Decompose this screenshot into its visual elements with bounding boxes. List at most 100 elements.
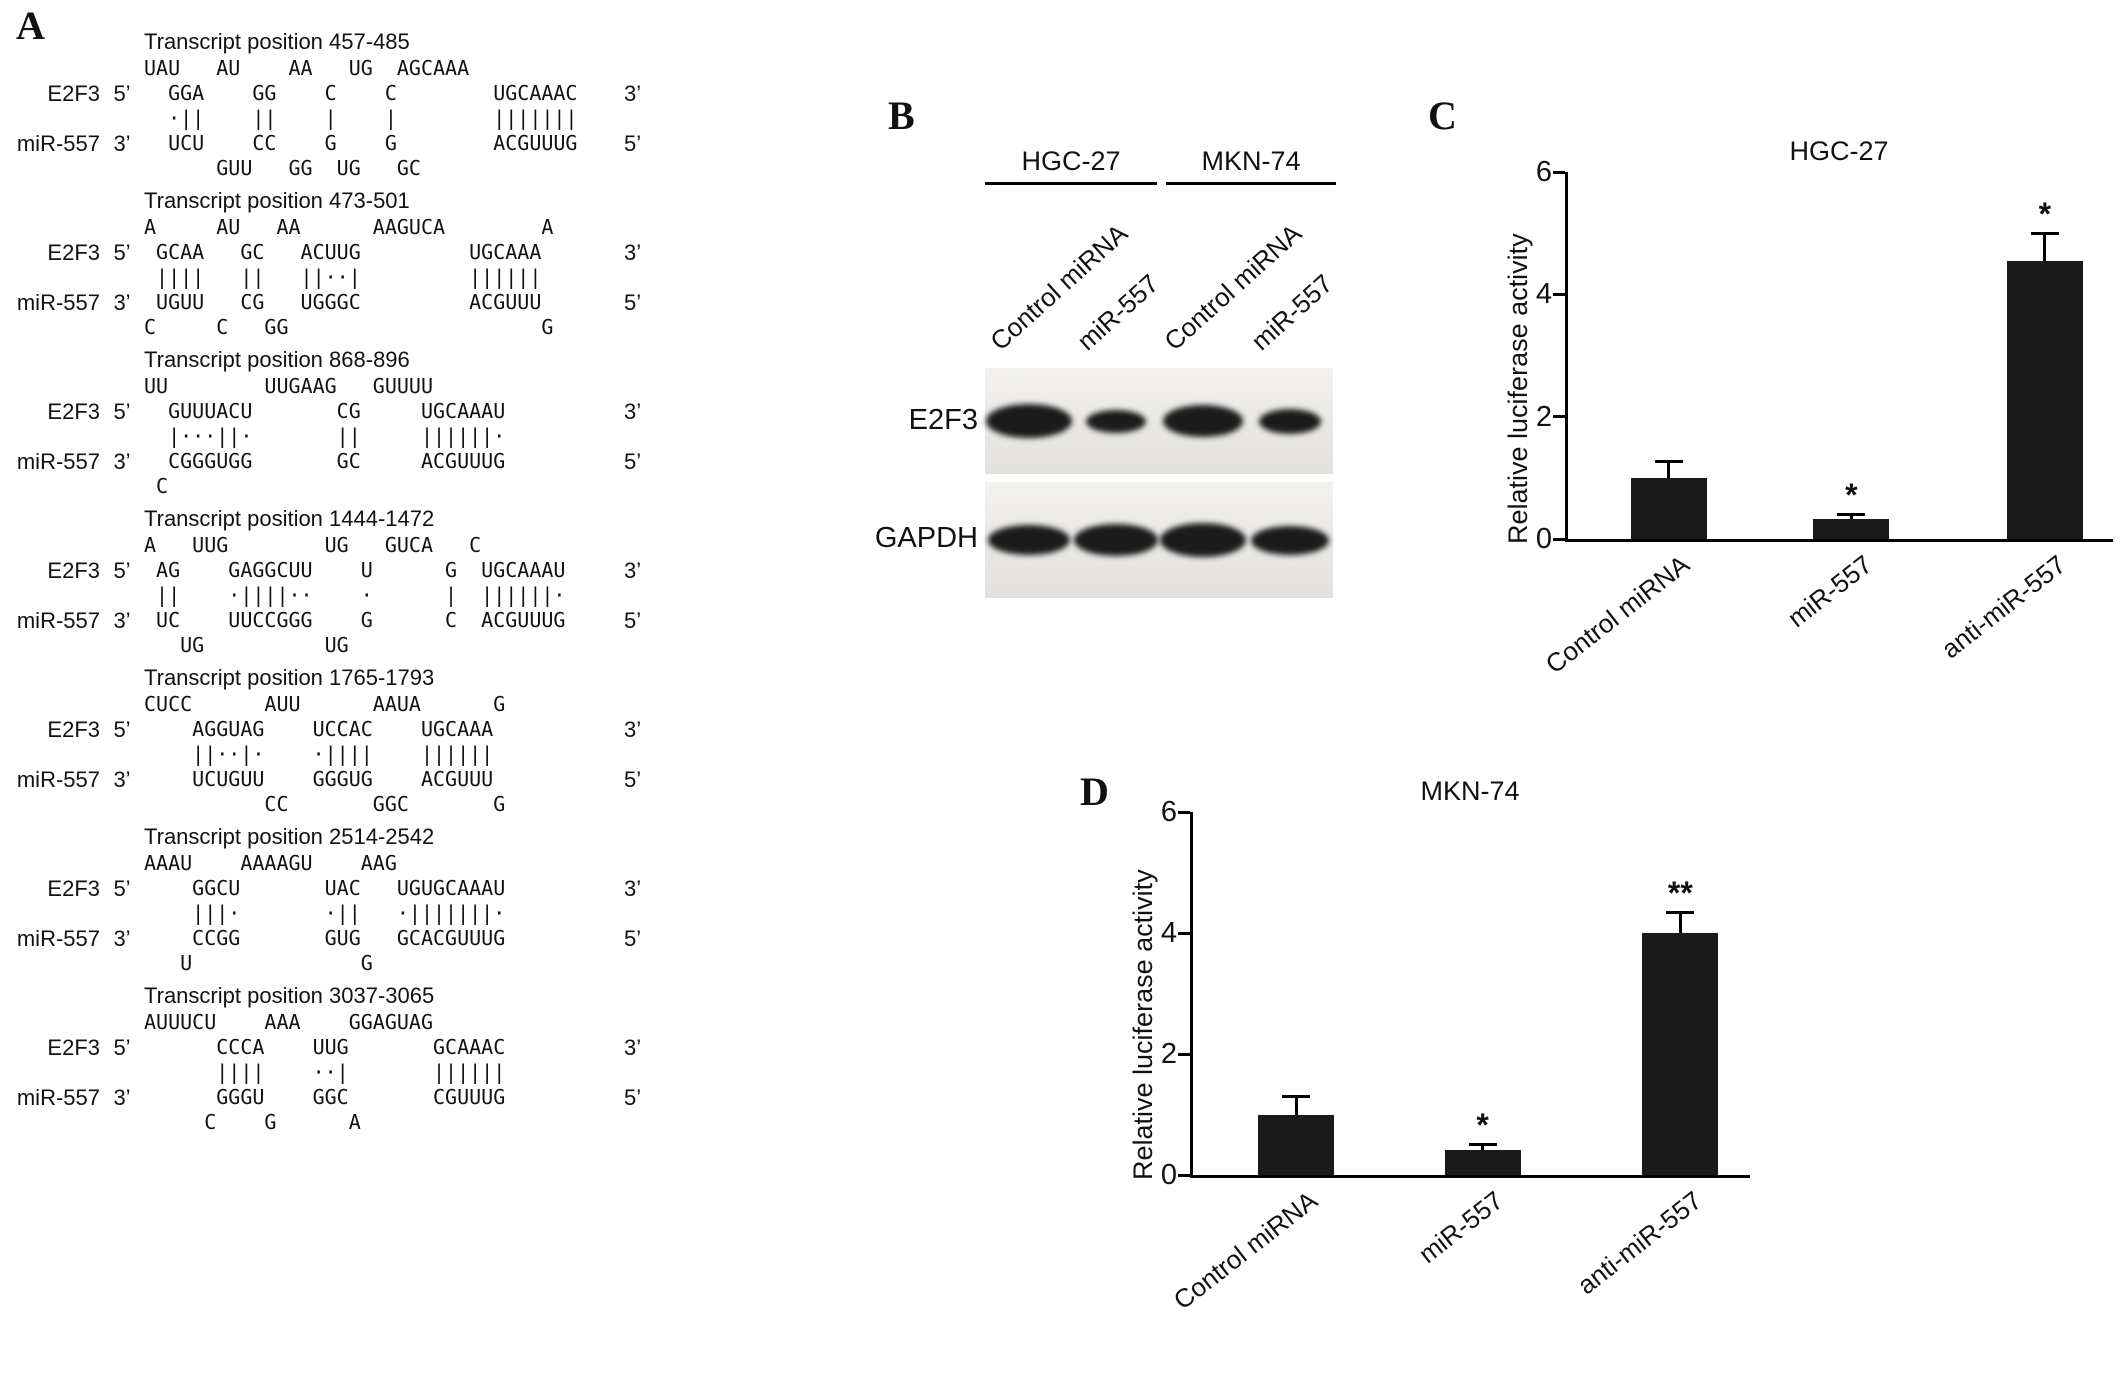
panel-c-label: C [1428,93,1457,138]
cell-line-header-hgc27: HGC-27 [985,146,1157,185]
alignment-block: Transcript position 1444-1472 A UUG UG G… [14,507,694,658]
blot-row-label-e2f3: E2F3 [908,404,978,436]
protein-band [987,525,1070,555]
five-prime-label: 5’ [624,290,642,315]
three-prime-label: 3’ [624,81,642,106]
bar [1813,518,1890,539]
e2f3-sequence: GCAA GC ACUUG UGCAAA [144,240,542,264]
bar [1630,477,1707,539]
five-prime-label: 5’ [113,876,131,901]
alignment-block: Transcript position 473-501 A AU AA AAGU… [14,189,694,340]
significance-marker: * [2038,196,2052,233]
mir557-sequence: UGUU CG UGGGC ACGUUU [144,290,542,314]
e2f3-sequence: GGCU UAC UGUGCAAAU [144,876,506,900]
e2f3-label: E2F3 [47,399,100,424]
mir557-sequence: UCU CC G G ACGUUUG [144,131,578,155]
error-bar [1667,461,1671,478]
five-prime-label: 5’ [113,399,131,424]
three-prime-label: 3’ [624,399,642,424]
three-prime-label: 3’ [624,876,642,901]
five-prime-label: 5’ [113,717,131,742]
mir557-label: miR-557 [16,449,100,474]
protein-band [1250,525,1329,555]
western-blot-e2f3 [985,368,1333,474]
three-prime-label: 3’ [624,558,642,583]
significance-marker: * [1476,1106,1489,1143]
base-pairing-row: |||· ·|| ·|||||||· [144,901,506,925]
y-tick-label: 2 [1535,400,1552,433]
mir557-loopout-row: C [144,474,169,498]
five-prime-label: 5’ [624,767,642,792]
y-axis-label: Relative luciferase activity [1128,869,1158,1180]
e2f3-label: E2F3 [47,240,100,265]
protein-band [1073,524,1158,556]
base-pairing-row: |||| ··| |||||| [144,1060,506,1084]
error-bar-cap [2030,232,2059,236]
e2f3-loopout-row: AUUUCU AAA GGAGUAG [144,1010,433,1034]
protein-band [1159,523,1246,557]
significance-marker: * [1845,476,1858,513]
e2f3-loopout-row: AAAU AAAAGU AAG [144,851,397,875]
alignment-block: Transcript position 3037-3065 AUUUCU AAA… [14,984,694,1135]
protein-band [985,404,1072,438]
three-prime-label: 3’ [113,767,131,792]
transcript-position-title: Transcript position 1444-1472 [144,506,435,531]
bar [2006,260,2083,539]
protein-band [1085,409,1146,433]
y-tick-label: 6 [1535,156,1552,188]
y-tick-label: 4 [1160,917,1177,949]
protein-band [1258,408,1321,434]
mir557-sequence: CCGG GUG GCACGUUUG [144,926,506,950]
y-tick-mark [1178,1052,1190,1056]
e2f3-sequence: AGGUAG UCCAC UGCAAA [144,717,494,741]
panel-d-label: D [1080,769,1109,814]
five-prime-label: 5’ [113,558,131,583]
bar [1258,1114,1335,1175]
significance-marker: ** [1667,874,1693,911]
base-pairing-row: ||··|· ·|||| |||||| [144,742,494,766]
y-tick-mark [1178,810,1190,814]
mir557-label: miR-557 [16,1085,100,1110]
panel-a-label: A [16,3,45,48]
three-prime-label: 3’ [624,1035,642,1060]
e2f3-label: E2F3 [47,558,100,583]
alignment-block: Transcript position 2514-2542 AAAU AAAAG… [14,825,694,976]
three-prime-label: 3’ [113,926,131,951]
e2f3-label: E2F3 [47,81,100,106]
error-bar-cap [1468,1142,1497,1146]
error-bar [1849,513,1853,519]
five-prime-label: 5’ [624,449,642,474]
chart-title: MKN-74 [1420,776,1520,806]
mir557-loopout-row: C G A [144,1110,361,1134]
mir557-loopout-row: C C GG G [144,315,554,339]
base-pairing-row: |||| || ||··| |||||| [144,265,542,289]
mir557-sequence: CGGGUGG GC ACGUUUG [144,449,506,473]
bar [1642,933,1719,1175]
error-bar-cap [1837,512,1866,516]
five-prime-label: 5’ [113,240,131,265]
transcript-position-title: Transcript position 473-501 [144,188,410,213]
base-pairing-row: || ·||||·· · | ||||||· [144,583,566,607]
e2f3-sequence: GGA GG C C UGCAAAC [144,81,578,105]
error-bar-cap [1666,910,1695,914]
x-category-label: anti-miR-557 [1783,549,2072,664]
e2f3-label: E2F3 [47,1035,100,1060]
error-bar [2043,233,2047,261]
alignment-block: Transcript position 457-485 UAU AU AA UG… [14,30,694,181]
five-prime-label: 5’ [624,1085,642,1110]
panel-a-alignments: Transcript position 457-485 UAU AU AA UG… [14,30,694,1143]
y-tick-label: 0 [1160,1159,1177,1191]
error-bar-cap [1282,1095,1311,1099]
transcript-position-title: Transcript position 868-896 [144,347,410,372]
protein-band [1162,405,1243,437]
e2f3-label: E2F3 [47,717,100,742]
e2f3-label: E2F3 [47,876,100,901]
e2f3-loopout-row: CUCC AUU AAUA G [144,692,506,716]
five-prime-label: 5’ [113,1035,131,1060]
y-tick-mark [1178,1173,1190,1177]
five-prime-label: 5’ [624,608,642,633]
alignment-blocks: Transcript position 457-485 UAU AU AA UG… [14,30,694,1135]
